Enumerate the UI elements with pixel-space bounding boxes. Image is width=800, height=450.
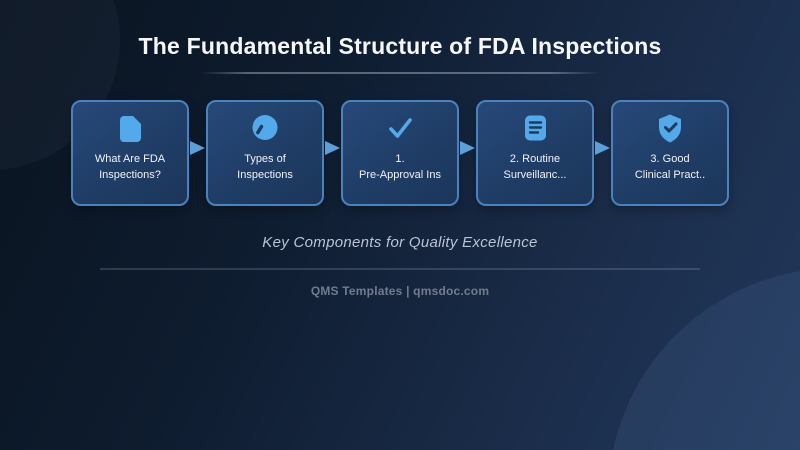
step-label-line: What Are FDA xyxy=(94,153,166,165)
step-label-line: 1. xyxy=(395,153,405,165)
footer-credit: QMS Templates | qmsdoc.com xyxy=(310,284,490,298)
flow-diagram: What Are FDA Inspections? Types of Inspe… xyxy=(0,100,800,206)
checkmark-icon xyxy=(389,118,412,138)
step-pre-approval-inspections: 1. Pre-Approval Ins xyxy=(341,100,459,206)
step-what-are-fda-inspections: What Are FDA Inspections? xyxy=(71,100,189,206)
step-label-line: 3. Good xyxy=(650,153,690,165)
flow-connector xyxy=(459,100,476,196)
title-divider xyxy=(200,72,600,74)
step-label-line: 2. Routine xyxy=(509,153,561,165)
flow-connector xyxy=(189,100,206,196)
step-label-line: Inspections? xyxy=(99,169,161,181)
flow-connector xyxy=(594,100,611,196)
shield-check-icon xyxy=(659,114,681,143)
step-label-line: Surveillanc... xyxy=(503,169,567,181)
right-arrow-icon xyxy=(460,141,475,155)
magnifier-icon xyxy=(252,115,278,140)
right-arrow-icon xyxy=(190,141,205,155)
flow-connector xyxy=(324,100,341,196)
step-label-line: Inspections xyxy=(237,169,293,181)
step-label-line: Clinical Pract.. xyxy=(634,169,706,181)
document-icon xyxy=(120,116,141,142)
step-routine-surveillance: 2. Routine Surveillanc... xyxy=(476,100,594,206)
step-label-line: Types of xyxy=(244,153,286,165)
right-arrow-icon xyxy=(595,141,610,155)
subtitle: Key Components for Quality Excellence xyxy=(262,234,538,251)
step-label-line: Pre-Approval Ins xyxy=(359,169,441,181)
list-icon xyxy=(525,115,546,141)
step-good-clinical-practice: 3. Good Clinical Pract.. xyxy=(611,100,729,206)
step-types-of-inspections: Types of Inspections xyxy=(206,100,324,206)
right-arrow-icon xyxy=(325,141,340,155)
page-title: The Fundamental Structure of FDA Inspect… xyxy=(138,33,662,59)
footer-divider xyxy=(100,268,700,270)
